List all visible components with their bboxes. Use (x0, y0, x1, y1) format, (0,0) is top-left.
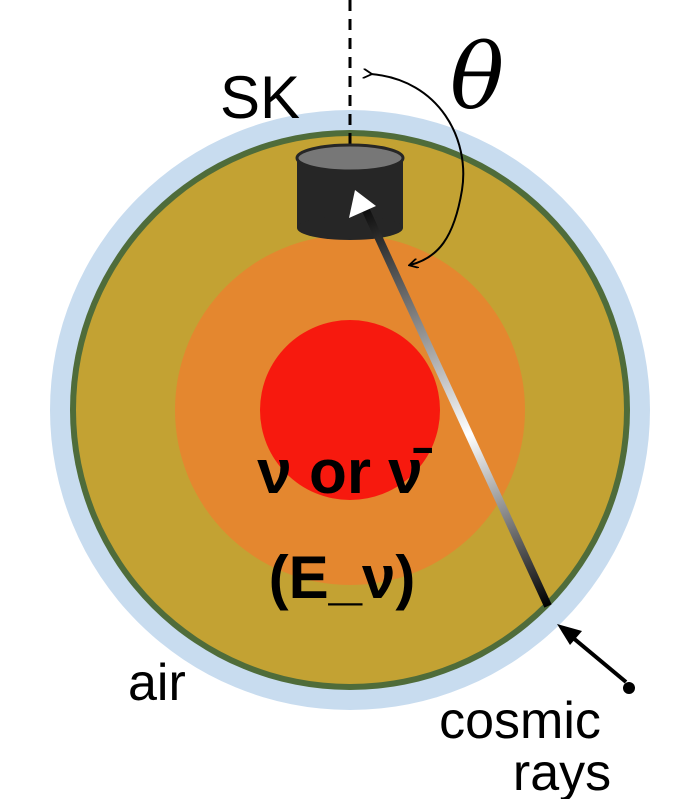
cosmic-label-line2: rays (513, 744, 611, 799)
air-label: air (128, 654, 186, 712)
detector-icon (297, 145, 403, 240)
energy-label: (E_ν) (269, 544, 416, 611)
cosmic-ray-source-dot (623, 682, 635, 694)
detector-label: SK (220, 64, 300, 131)
cosmic-label-line1: cosmic (439, 692, 601, 750)
cosmic-ray-arrow (566, 632, 626, 682)
angle-label: θ (450, 25, 504, 130)
particle-label: ν or ν̄ (257, 438, 432, 507)
